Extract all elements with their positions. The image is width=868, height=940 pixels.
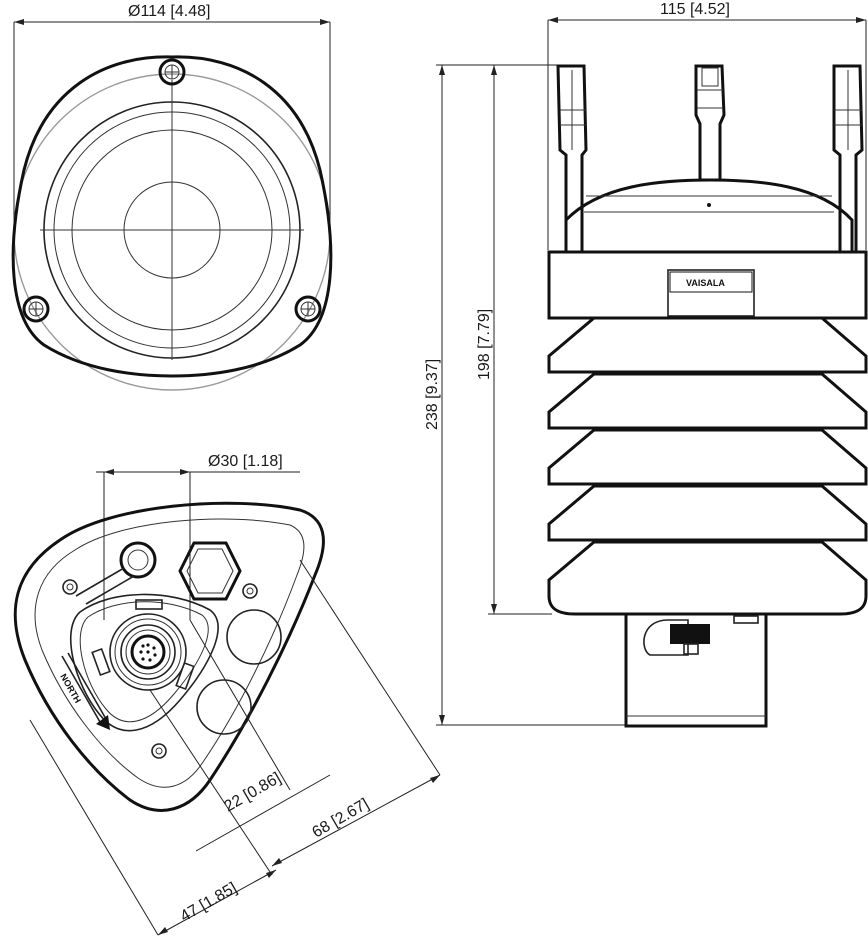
north-arrow-icon: [61, 652, 110, 730]
brand-label: VAISALA: [686, 278, 725, 288]
diag-ext-left-edge: [29, 719, 159, 936]
dim-47-label: 47 [1.85]: [178, 880, 240, 926]
dim-22-label: 22 [0.86]: [222, 770, 284, 816]
diag-ext-connector: [189, 619, 291, 791]
side-view: 115 [4.52] 238 [9.37] 198 [7.79]: [424, 1, 868, 728]
bracket-tab-left: [91, 647, 111, 677]
bottom-triangle-outline: [13, 501, 325, 812]
prong-center: [694, 64, 726, 182]
dome-cap: [564, 178, 854, 254]
connector-bracket-inner: [79, 601, 209, 723]
bottom-mount: [624, 612, 768, 728]
shield-plates: [547, 316, 868, 616]
dim-22-line: [195, 774, 331, 852]
bottom-mount-tab: [733, 615, 759, 624]
diag-ext-center: [149, 689, 273, 876]
shield-plate-4: [547, 484, 868, 542]
bottom-plug-lower: [196, 679, 252, 735]
overall-height-label: 238 [9.37]: [424, 359, 441, 430]
connector-dim-arrows: [104, 469, 190, 475]
diag-ext-right-edge: [299, 559, 441, 776]
bottom-view: Ø30 [1.18]: [13, 453, 441, 936]
shield-plate-5: [547, 540, 868, 616]
shield-plate-2: [547, 372, 868, 430]
mount-clamp: [643, 619, 689, 656]
top-triangle-outline: [11, 55, 333, 378]
bottom-hex-nut-inner: [186, 548, 234, 594]
connector: [109, 613, 187, 691]
bracket-tab-right: [175, 661, 195, 691]
dim-68-line: [271, 774, 441, 867]
connector-diameter-label: Ø30 [1.18]: [208, 453, 283, 470]
top-screw-right: [294, 295, 322, 323]
connector-bracket: [69, 593, 219, 732]
top-view: Ø114 [4.48]: [11, 3, 333, 391]
bottom-hole-left: [62, 579, 78, 595]
connector-pins: [139, 643, 157, 662]
shield-plate-3: [547, 428, 868, 486]
top-diameter-label: Ø114 [4.48]: [128, 3, 210, 20]
prong-left: [556, 64, 588, 254]
dim-68-label: 68 [2.67]: [310, 796, 372, 842]
body-height-label: 198 [7.79]: [476, 309, 493, 380]
width-label: 115 [4.52]: [660, 1, 730, 18]
bottom-hole-right: [242, 583, 258, 599]
top-screw-left: [22, 295, 50, 323]
bottom-hex-nut: [178, 541, 242, 601]
bottom-lever: [75, 541, 157, 605]
dome-dot: [707, 203, 711, 207]
bottom-inner-outline: [34, 518, 305, 788]
brand-plate: [667, 269, 755, 317]
dim-47-line: [157, 869, 277, 936]
bottom-hole-bottom: [151, 743, 167, 759]
brand-plate-label-box: [669, 271, 753, 293]
shield-plate-1: [547, 316, 868, 374]
bottom-plug-upper: [226, 609, 282, 665]
prong-right: [832, 64, 864, 254]
bracket-tab-top: [135, 599, 163, 610]
top-screw-top: [158, 58, 186, 86]
mount-knob: [670, 624, 710, 655]
